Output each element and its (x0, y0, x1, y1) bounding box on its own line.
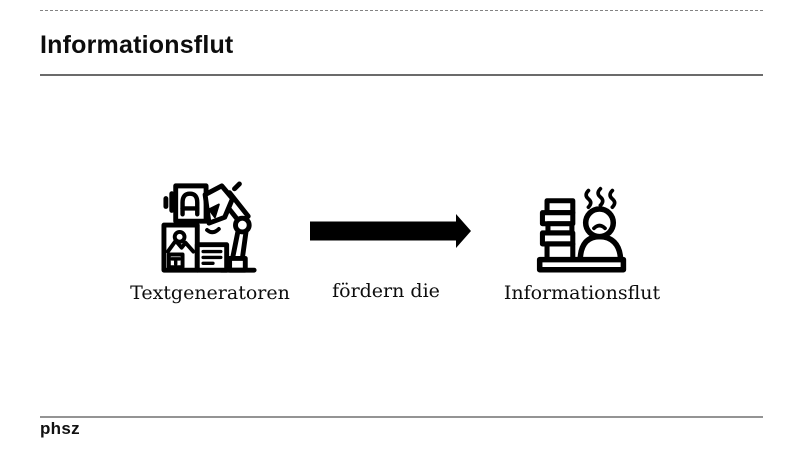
label-textgeneratoren: Textgeneratoren (130, 282, 290, 304)
title-rule (40, 74, 763, 76)
footer-rule (40, 416, 763, 418)
top-rule (40, 10, 763, 11)
arrow-right-icon (310, 213, 472, 249)
figure-textgeneratoren: Textgeneratoren (110, 180, 310, 304)
figure-informationsflut: Informationsflut (482, 186, 682, 304)
overwhelmed-person-paper-stack-icon (482, 186, 682, 278)
robot-arm-text-generator-icon (110, 180, 310, 278)
footer-logo: phsz (40, 419, 80, 438)
page-title: Informationsflut (40, 30, 234, 59)
label-foerdern-die: fördern die (332, 280, 440, 302)
label-informationsflut: Informationsflut (503, 282, 661, 304)
